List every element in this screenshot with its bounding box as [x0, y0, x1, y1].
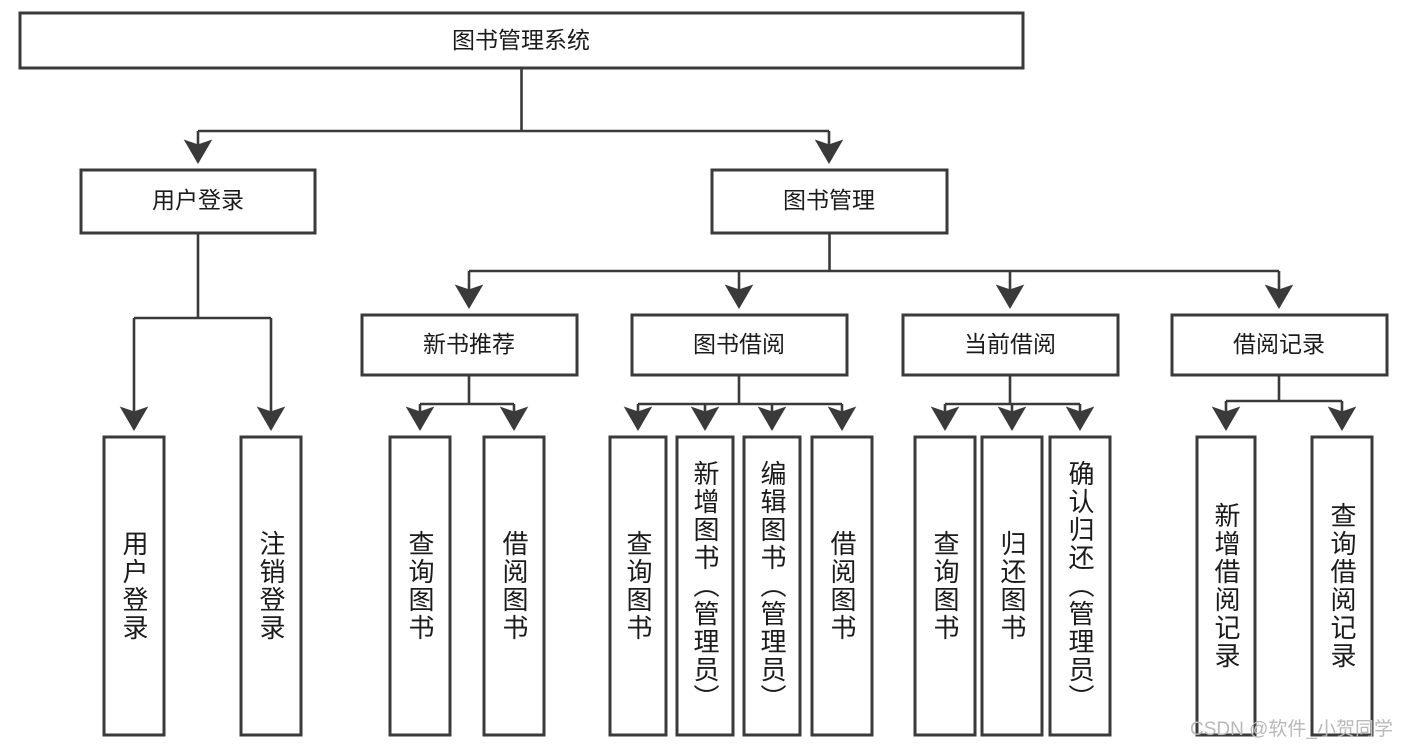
leaf-box-return-book[interactable] [980, 435, 1044, 737]
node-root[interactable]: 图书管理系统 [18, 11, 1025, 70]
node-book-management[interactable]: 图书管理 [710, 168, 949, 235]
csdn-watermark: CSDN @软件_小贺同学 [1190, 719, 1393, 740]
connector-group-current-borrow [930, 375, 1095, 432]
node-book-management-box[interactable] [710, 168, 949, 235]
node-user-login-label: 用户登录 [152, 187, 244, 213]
node-borrow-record[interactable]: 借阅记录 [1170, 313, 1389, 377]
leaf-box-query-book-current[interactable] [913, 435, 977, 737]
connector-group-new-book-rec [405, 375, 529, 432]
node-current-borrow-box[interactable] [901, 313, 1120, 377]
connector-group-book-borrow [623, 375, 857, 432]
node-book-borrow-box[interactable] [630, 313, 849, 377]
node-root-label: 图书管理系统 [452, 27, 590, 53]
leaf-box-user-login[interactable] [102, 435, 166, 737]
leaf-box-add-borrow-record[interactable] [1195, 435, 1257, 737]
leaf-box-confirm-return-admin[interactable] [1048, 435, 1112, 737]
node-book-borrow[interactable]: 图书借阅 [630, 313, 849, 377]
leaf-box-query-book-borrow[interactable] [608, 435, 668, 737]
node-borrow-record-box[interactable] [1170, 313, 1389, 377]
leaf-box-logout[interactable] [239, 435, 303, 737]
connector-group-user-login [119, 233, 286, 432]
leaf-box-query-borrow-record[interactable] [1310, 435, 1374, 737]
leaf-box-add-book-admin[interactable] [675, 435, 735, 737]
node-new-book-recommend-label: 新书推荐 [423, 331, 515, 357]
node-current-borrow[interactable]: 当前借阅 [901, 313, 1120, 377]
node-root-box[interactable] [18, 11, 1025, 70]
node-book-management-label: 图书管理 [783, 187, 875, 213]
node-user-login-box[interactable] [79, 168, 317, 235]
connector-group-borrow-record [1211, 375, 1357, 432]
node-book-borrow-label: 图书借阅 [693, 331, 785, 357]
leaf-box-borrow-book-rec[interactable] [482, 435, 546, 737]
leaf-box-borrow-book[interactable] [810, 435, 874, 737]
node-new-book-recommend[interactable]: 新书推荐 [360, 313, 579, 377]
node-new-book-recommend-box[interactable] [360, 313, 579, 377]
leaf-box-query-book-rec[interactable] [388, 435, 452, 737]
connector-group-book-mgmt [454, 233, 1294, 310]
node-borrow-record-label: 借阅记录 [1233, 331, 1325, 357]
node-user-login[interactable]: 用户登录 [79, 168, 317, 235]
connector-group-root [183, 68, 844, 165]
node-current-borrow-label: 当前借阅 [964, 331, 1056, 357]
leaf-boxes [102, 435, 1374, 737]
leaf-box-edit-book-admin[interactable] [742, 435, 802, 737]
